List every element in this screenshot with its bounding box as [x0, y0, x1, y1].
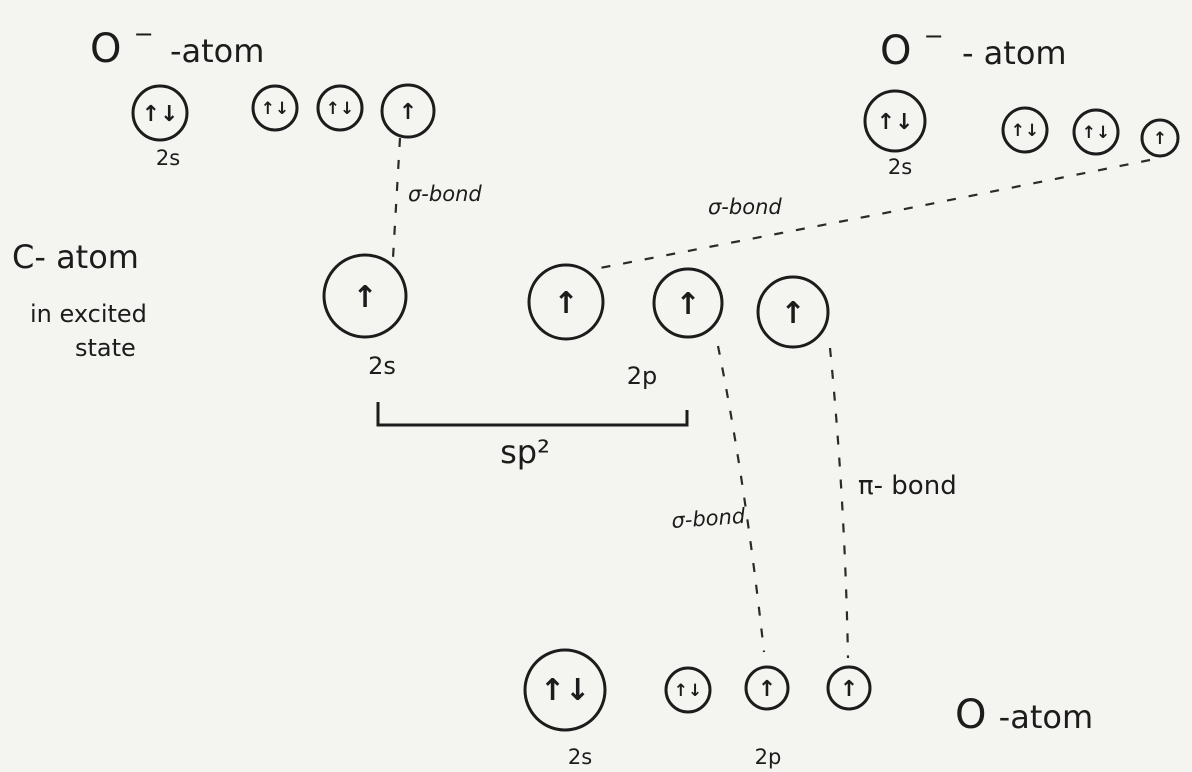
- atom-symbol: O: [955, 692, 986, 738]
- pi-bond-line: [828, 347, 850, 659]
- electron-arrows: ↑↓: [261, 99, 290, 119]
- orbital-2p-circle: [380, 83, 436, 139]
- excited-state-note: state: [75, 334, 136, 362]
- electron-arrows: ↑↓: [877, 110, 914, 135]
- electron-arrows: ↑↓: [326, 99, 355, 119]
- electron-arrows: ↑: [675, 287, 700, 322]
- carbon-title: C- atom: [12, 238, 139, 276]
- orbital-2p-circle: [664, 666, 712, 714]
- oxygen-top-right-title: O − - atom: [880, 14, 1067, 74]
- sigma-bond-line: [716, 345, 766, 653]
- electron-arrows: ↑: [780, 296, 805, 331]
- oxygen-bottom-title: O -atom: [955, 692, 1093, 738]
- excited-state-note: in excited: [30, 300, 147, 328]
- electron-arrows: ↑: [1153, 129, 1167, 149]
- oxygen-top-left-title: O − -atom: [90, 12, 264, 72]
- orbital-2p-circle: [527, 263, 605, 341]
- electron-arrows: ↑↓: [540, 673, 590, 708]
- orbital-2s-circle: [322, 253, 408, 339]
- electron-arrows: ↑↓: [1011, 121, 1040, 141]
- atom-charge: −: [924, 22, 944, 50]
- pi-bond-label: π- bond: [858, 471, 957, 501]
- oxygen-bottom-group: ↑↓ 2s ↑↓ ↑ ↑ 2p O -atom: [523, 648, 1093, 769]
- sigma-bond-line: [599, 158, 1151, 270]
- electron-arrows: ↑: [399, 100, 417, 125]
- atom-symbol: O: [90, 26, 121, 72]
- orbital-label-2s: 2s: [568, 745, 592, 769]
- orbital-2p-circle: [1140, 118, 1180, 158]
- orbital-2p-circle: [251, 84, 299, 132]
- atom-suffix: -atom: [999, 698, 1093, 736]
- electron-arrows: ↑↓: [1082, 123, 1111, 143]
- orbital-2p-circle: [826, 665, 872, 711]
- electron-arrows: ↑: [840, 677, 858, 702]
- electron-arrows: ↑↓: [674, 681, 703, 701]
- orbital-2p-circle: [1072, 108, 1120, 156]
- oxygen-top-right-group: O − - atom ↑↓ 2s ↑↓ ↑↓ ↑: [863, 14, 1180, 179]
- electron-arrows: ↑: [553, 286, 578, 321]
- orbital-2s-circle: [523, 648, 607, 732]
- carbon-group: C- atom in excited state ↑ 2s ↑ ↑ ↑ 2p s…: [12, 238, 830, 471]
- sigma-bond-label: σ-bond: [708, 195, 782, 219]
- atom-symbol: O: [880, 28, 911, 74]
- orbital-label-2s: 2s: [888, 155, 912, 179]
- electron-arrows: ↑: [758, 677, 776, 702]
- orbital-label-2s: 2s: [156, 146, 180, 170]
- oxygen-top-left-group: O − -atom ↑↓ 2s ↑↓ ↑↓ ↑: [90, 12, 436, 170]
- orbital-2s-circle: [131, 84, 189, 142]
- atom-charge: −: [134, 20, 154, 48]
- orbital-2p-circle: [652, 267, 724, 339]
- sigma-bond-label: σ-bond: [671, 504, 747, 533]
- orbital-2p-circle: [756, 275, 830, 349]
- orbital-label-2p: 2p: [755, 745, 782, 769]
- orbital-label-2s: 2s: [368, 352, 396, 380]
- orbital-2s-circle: [863, 89, 927, 153]
- orbital-label-2p: 2p: [627, 362, 658, 390]
- sigma-bond-label: σ-bond: [408, 182, 482, 206]
- atom-suffix: -atom: [170, 32, 264, 70]
- atom-suffix: - atom: [962, 34, 1067, 72]
- orbital-2p-circle: [744, 665, 790, 711]
- electron-arrows: ↑: [352, 280, 377, 315]
- orbital-2p-circle: [1001, 106, 1049, 154]
- hybridization-label: sp²: [500, 433, 550, 471]
- electron-arrows: ↑↓: [142, 102, 179, 127]
- hybridization-bracket: [376, 402, 689, 427]
- orbital-2p-circle: [316, 84, 364, 132]
- sigma-bond-line: [391, 137, 402, 259]
